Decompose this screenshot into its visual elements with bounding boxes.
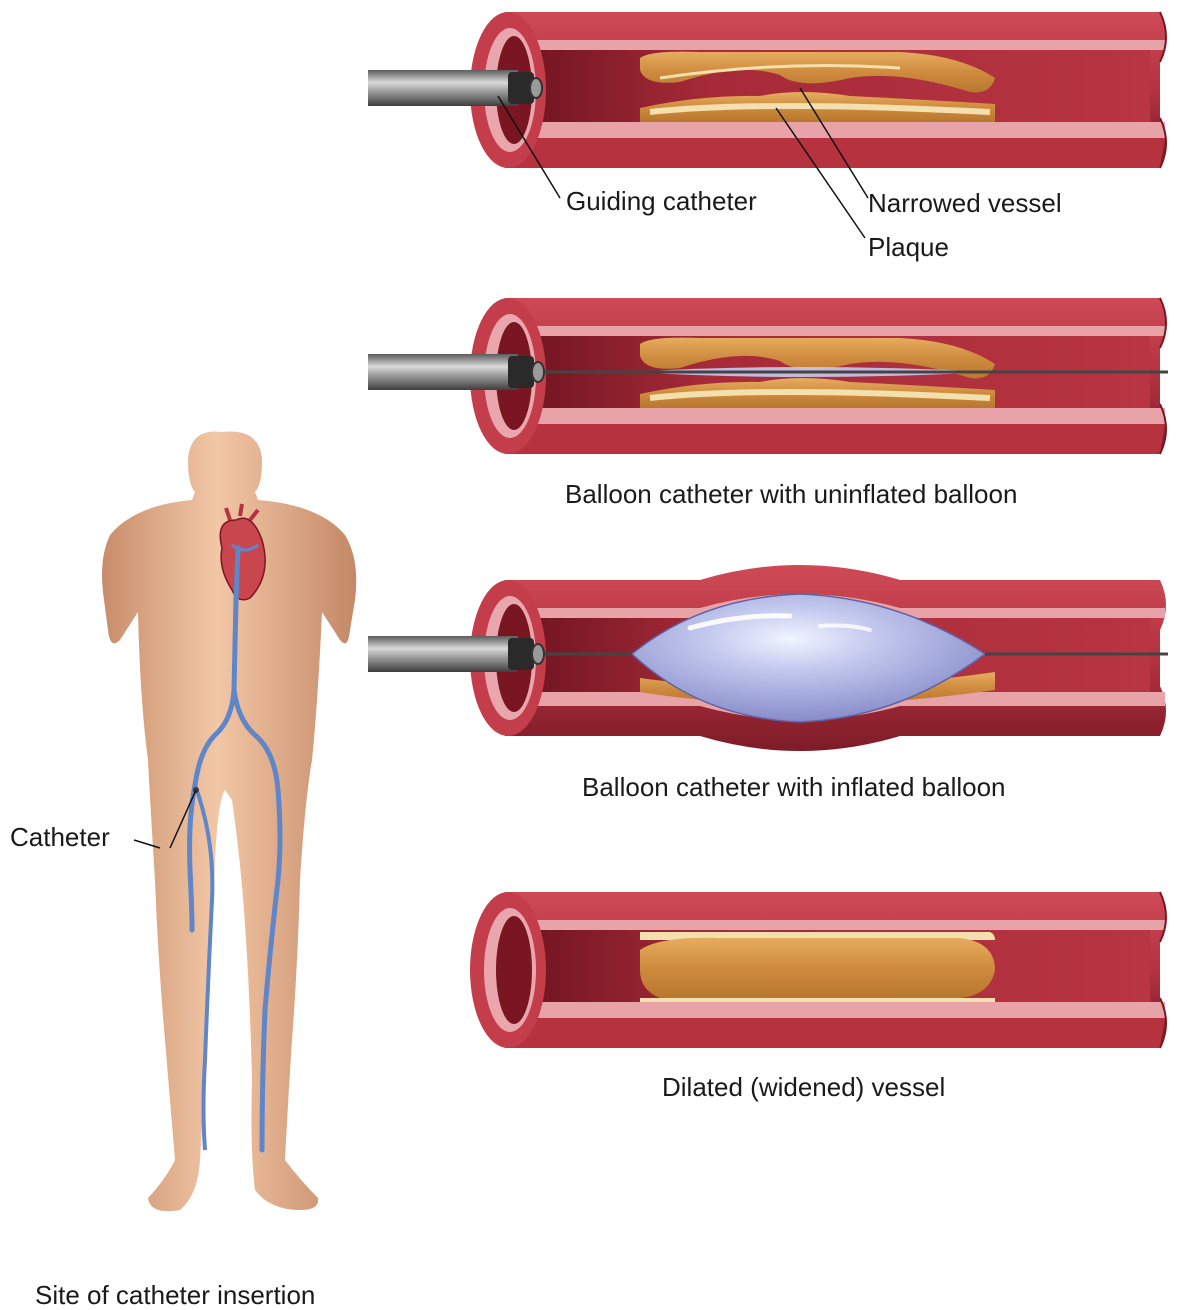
panel-uninflated-balloon — [368, 298, 1168, 454]
label-uninflated-balloon: Balloon catheter with uninflated balloon — [565, 479, 1017, 509]
label-inflated-balloon: Balloon catheter with inflated balloon — [582, 772, 1006, 802]
panel-inflated-balloon — [368, 565, 1168, 751]
panel-dilated-vessel — [470, 892, 1166, 1048]
guiding-catheter-shaft — [368, 70, 518, 106]
label-plaque: Plaque — [868, 232, 949, 262]
label-dilated-vessel: Dilated (widened) vessel — [662, 1072, 945, 1102]
label-narrowed-vessel: Narrowed vessel — [868, 188, 1062, 218]
human-body-figure — [102, 432, 356, 1212]
flattened-plaque — [640, 938, 995, 998]
label-catheter: Catheter — [10, 822, 110, 852]
label-site-of-insertion: Site of catheter insertion — [35, 1280, 315, 1310]
label-guiding-catheter: Guiding catheter — [566, 186, 757, 216]
